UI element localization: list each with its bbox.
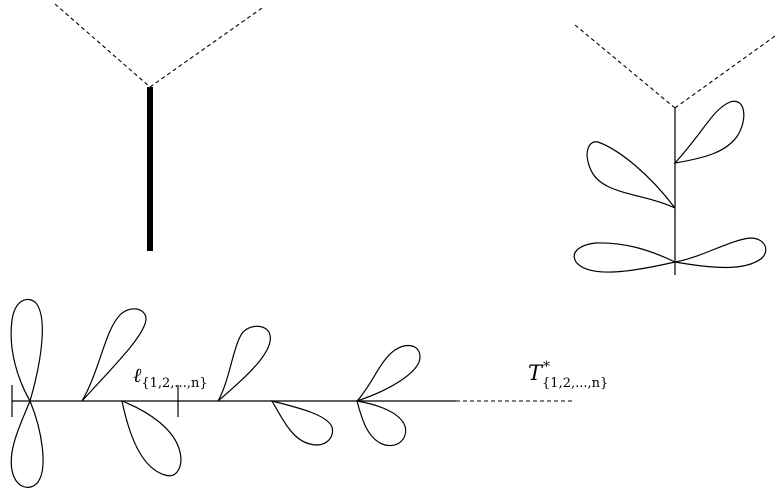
T-star-label: T*{1,2,...,n}: [528, 359, 608, 391]
thick-trunk-tree: [54, 3, 263, 251]
petal-down-3: [356, 400, 407, 447]
petal-lower-right: [674, 237, 767, 269]
dashed-branch-right: [149, 7, 263, 88]
petal-up-3: [356, 344, 421, 402]
petal-up-2: [217, 325, 271, 402]
petal-up-1: [81, 308, 147, 402]
ell-label: ℓ{1,2,...,n}: [133, 363, 208, 391]
petal-middle-left: [586, 141, 676, 209]
petal-up-vertical: [10, 298, 43, 403]
petal-down-vertical: [10, 399, 44, 488]
dashed-branch-right: [674, 35, 776, 109]
dashed-branch-left: [54, 3, 151, 88]
petal-down-2: [270, 400, 334, 446]
horizontal-tree: [10, 298, 572, 488]
petal-trunk-tree: [573, 24, 776, 275]
petal-down-1: [121, 400, 182, 477]
petal-upper-right: [673, 100, 745, 164]
dashed-branch-left: [574, 24, 676, 109]
petal-lower-left: [573, 242, 677, 273]
